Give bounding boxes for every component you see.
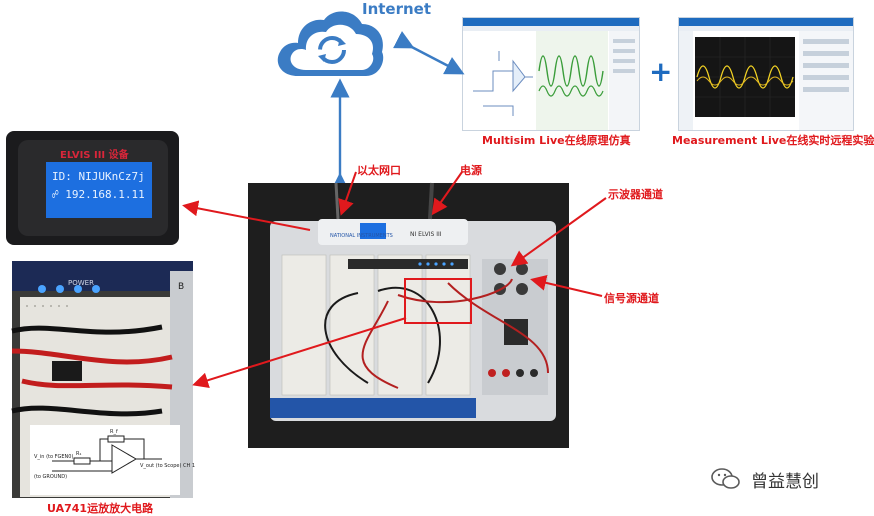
plus-icon: + xyxy=(649,55,673,88)
signal-source-label: 信号源通道 xyxy=(604,292,659,305)
lcd-header: ELVIS III 设备 xyxy=(60,150,129,161)
elvis-board-photo: NATIONAL INSTRUMENTS NI ELVIS III xyxy=(248,182,569,448)
oscilloscope-label: 示波器通道 xyxy=(608,188,663,201)
breadboard-power-text: POWER xyxy=(68,279,94,287)
watermark-text: 曾益慧创 xyxy=(751,472,819,492)
cloud-sync-icon xyxy=(277,11,384,77)
ethernet-label: 以太网口 xyxy=(357,164,401,177)
schematic-gnd: (to GROUND) xyxy=(34,474,67,480)
multisim-label: Multisim Live在线原理仿真 xyxy=(482,134,631,147)
schematic-r1: R₁ xyxy=(76,451,81,457)
schematic-vout: V_out (to Scope) CH 1 xyxy=(140,463,195,469)
measurement-screenshot xyxy=(678,17,854,131)
measurement-label: Measurement Live在线实时远程实验 xyxy=(672,134,874,147)
ni-brand-1: NATIONAL INSTRUMENTS xyxy=(330,233,393,239)
lcd-ip-line: 192.168.1.11 xyxy=(65,188,145,201)
lcd-id-line: ID: NIJUKnCz7j xyxy=(52,170,145,183)
ua741-label: UA741运放放大电路 xyxy=(47,502,154,515)
lcd-ip-row: ☍ 192.168.1.11 xyxy=(52,188,145,201)
device-model-text: NI ELVIS III xyxy=(410,231,442,238)
schematic-rf: R_f xyxy=(110,429,118,435)
schematic-vin: V_in (to FGEN0) xyxy=(34,454,73,460)
internet-label: Internet xyxy=(362,0,432,18)
watermark: 曾益慧创 xyxy=(703,461,863,495)
breadboard-photo: V_in (to FGEN0) (to GROUND) R₁ R_f V_out… xyxy=(11,261,195,498)
power-label: 电源 xyxy=(460,164,482,177)
network-icon: ☍ xyxy=(52,188,66,201)
breadboard-b-text: B xyxy=(178,282,184,292)
wechat-icon xyxy=(711,468,740,489)
lcd-screen: ID: NIJUKnCz7j ☍ 192.168.1.11 xyxy=(46,162,152,218)
multisim-screenshot xyxy=(462,17,640,131)
